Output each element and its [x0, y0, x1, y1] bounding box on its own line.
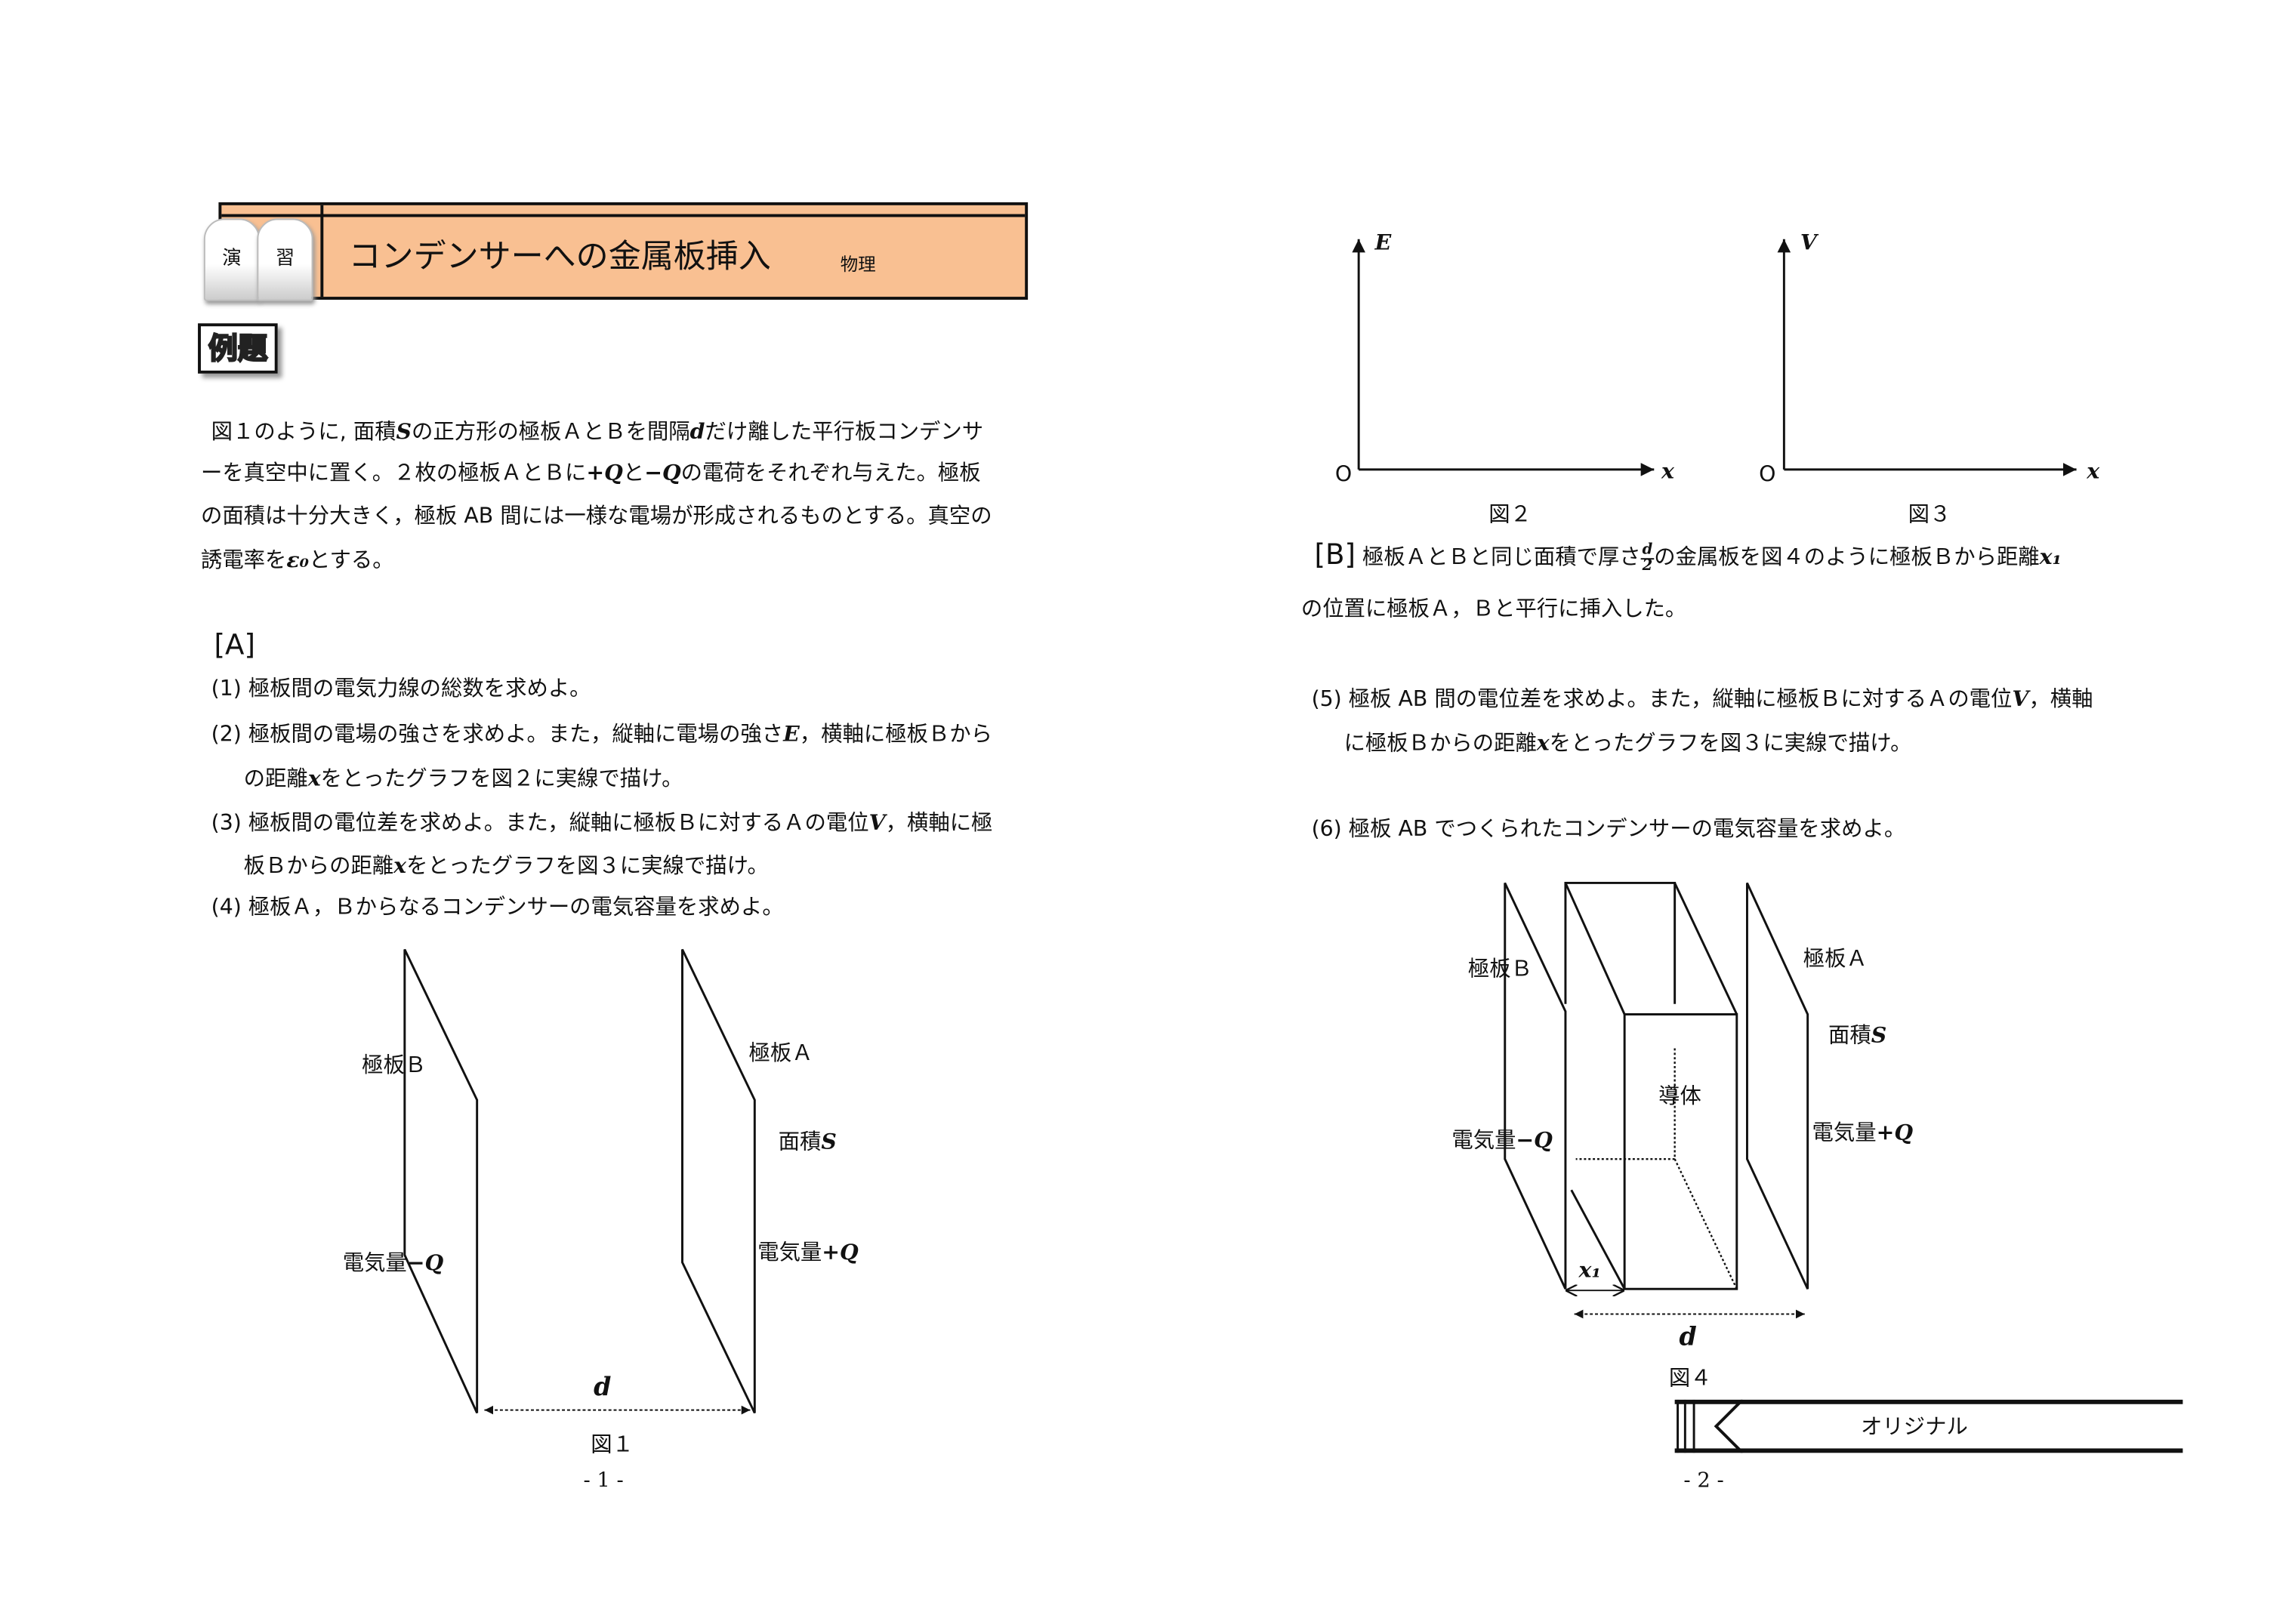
fig4-caption: 図４ — [1668, 1367, 1712, 1391]
fig1-plate-b — [403, 948, 479, 1414]
page-number-1: - 1 - — [583, 1468, 624, 1493]
fig4-plate-b — [1504, 882, 1567, 1290]
header-divider — [320, 205, 324, 297]
page-title: コンデンサーへの金属板挿入 — [348, 239, 771, 276]
fig4-plate-a-label: 極板Ａ — [1803, 948, 1868, 972]
fig1-plate-b-label: 極板Ｂ — [362, 1054, 427, 1078]
fig1-charge-neg-label: 電気量−Q — [342, 1250, 444, 1276]
fig4-conductor — [1564, 881, 1738, 1290]
fig2-caption: 図２ — [1488, 503, 1532, 528]
fig1-area-label: 面積S — [778, 1129, 837, 1155]
fig4-x1-label: x₁ — [1578, 1258, 1601, 1283]
fig4-charge-pos-label: 電気量+Q — [1812, 1120, 1914, 1146]
fig4-conductor-label: 導体 — [1658, 1085, 1701, 1109]
fig3-caption: 図３ — [1908, 503, 1951, 528]
fig4-plate-a — [1746, 882, 1809, 1290]
subject-label: 物理 — [840, 254, 876, 275]
question-1: (1) 極板間の電気力線の総数を求めよ。 — [211, 677, 591, 701]
question-6: (6) 極板 AB でつくられたコンデンサーの電気容量を求めよ。 — [1311, 818, 1906, 842]
book-icon: 演 習 — [201, 216, 316, 304]
question-2: (2) 極板間の電場の強さを求めよ。また，縦軸に電場の強さE，横軸に極板Ｂから — [211, 722, 993, 747]
question-5: (5) 極板 AB 間の電位差を求めよ。また，縦軸に極板Ｂに対するＡの電位V，横… — [1311, 686, 2093, 712]
fig4-d-label: d — [1679, 1323, 1697, 1353]
book-page-right: 習 — [257, 218, 313, 301]
header-box — [218, 202, 1029, 300]
fig2-x-label: x — [1661, 459, 1674, 485]
fig1-d-label: d — [594, 1373, 612, 1403]
question-2-cont: の距離xをとったグラフを図２に実線で描け。 — [243, 766, 683, 792]
fig4-plate-b-label: 極板Ｂ — [1467, 958, 1532, 982]
intro-line-3: の面積は十分大きく，極板 AB 間には一様な電場が形成されるものとする。真空の — [200, 504, 992, 529]
original-banner: オリジナル — [1674, 1399, 2183, 1453]
fig1-plate-a-label: 極板Ａ — [748, 1042, 813, 1066]
banner-chevron-icon — [1677, 1399, 1744, 1453]
fig4-charge-neg-label: 電気量−Q — [1451, 1128, 1553, 1154]
question-4: (4) 極板Ａ，Ｂからなるコンデンサーの電気容量を求めよ。 — [211, 896, 784, 920]
fig3-origin: O — [1759, 464, 1776, 488]
question-5-cont: に極板Ｂからの距離xをとったグラフを図３に実線で描け。 — [1343, 731, 1912, 757]
fig1-caption: 図１ — [591, 1433, 634, 1458]
banner-label: オリジナル — [1861, 1416, 1968, 1440]
fig2-origin: O — [1334, 464, 1353, 488]
intro-line-4: 誘電率をε₀とする。 — [200, 547, 394, 573]
fig2-y-label: E — [1374, 230, 1392, 256]
part-b-line-2: の位置に極板Ａ，Ｂと平行に挿入した。 — [1300, 598, 1687, 622]
header-strip — [221, 214, 1026, 217]
intro-line-2: ーを真空中に置く。２枚の極板ＡとＢに+Qと−Qの電荷をそれぞれ与えた。極板 — [200, 461, 981, 486]
fig3-x-label: x — [2087, 459, 2100, 485]
question-3-cont: 板Ｂからの距離xをとったグラフを図３に実線で描け。 — [243, 853, 769, 879]
page-number-2: - 2 - — [1683, 1468, 1724, 1493]
example-badge: 例題 — [198, 323, 278, 374]
fig4-area-label: 面積S — [1828, 1023, 1887, 1049]
fig3-y-label: V — [1800, 230, 1817, 256]
fig1-plate-a — [681, 948, 756, 1414]
part-a-label: [A] — [214, 629, 255, 662]
question-3: (3) 極板間の電位差を求めよ。また，縦軸に極板Ｂに対するＡの電位V，横軸に極 — [211, 810, 993, 836]
fig1-charge-pos-label: 電気量+Q — [757, 1240, 859, 1265]
intro-line-1: 図１のように, 面積Sの正方形の極板ＡとＢを間隔dだけ離した平行板コンデンサ — [211, 419, 984, 445]
